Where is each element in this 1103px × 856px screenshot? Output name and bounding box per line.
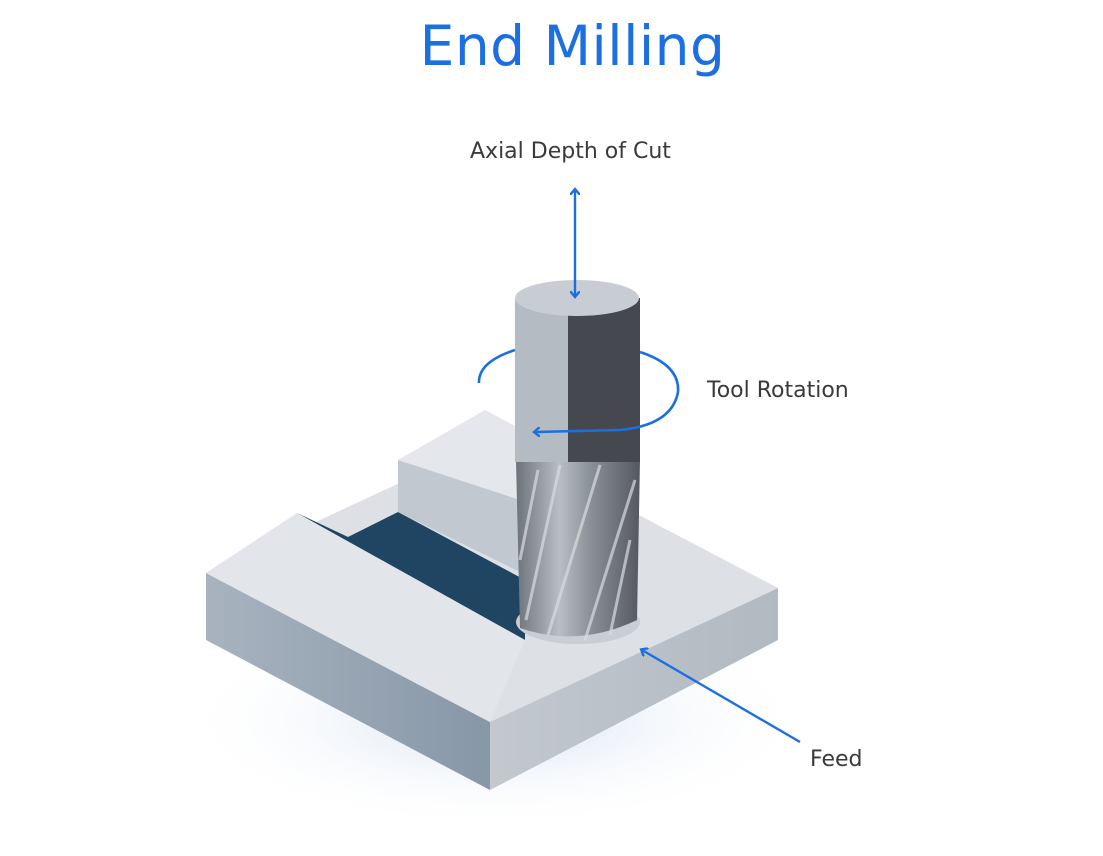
back-block-front-face bbox=[398, 460, 520, 572]
workpiece bbox=[206, 410, 778, 790]
workpiece-right-face bbox=[490, 588, 778, 790]
rotation-arrow bbox=[535, 350, 680, 432]
tool-rotation-label: Tool Rotation bbox=[707, 378, 849, 403]
slot-floor bbox=[297, 512, 525, 640]
left-arm-top bbox=[206, 513, 525, 722]
tool-top bbox=[515, 280, 639, 316]
axial-depth-label: Axial Depth of Cut bbox=[470, 139, 671, 164]
page-title: End Milling bbox=[419, 14, 726, 78]
rotation-arrow-back-arc bbox=[477, 348, 516, 384]
end-mill-tool bbox=[515, 280, 640, 641]
feed-label: Feed bbox=[810, 747, 863, 772]
tool-shank-light bbox=[515, 298, 570, 462]
tool-flutes bbox=[516, 460, 640, 637]
flute-lines bbox=[518, 464, 637, 641]
tool-shank-dark bbox=[568, 298, 640, 462]
workpiece-left-face bbox=[206, 573, 490, 790]
feed-arrow bbox=[642, 650, 801, 744]
